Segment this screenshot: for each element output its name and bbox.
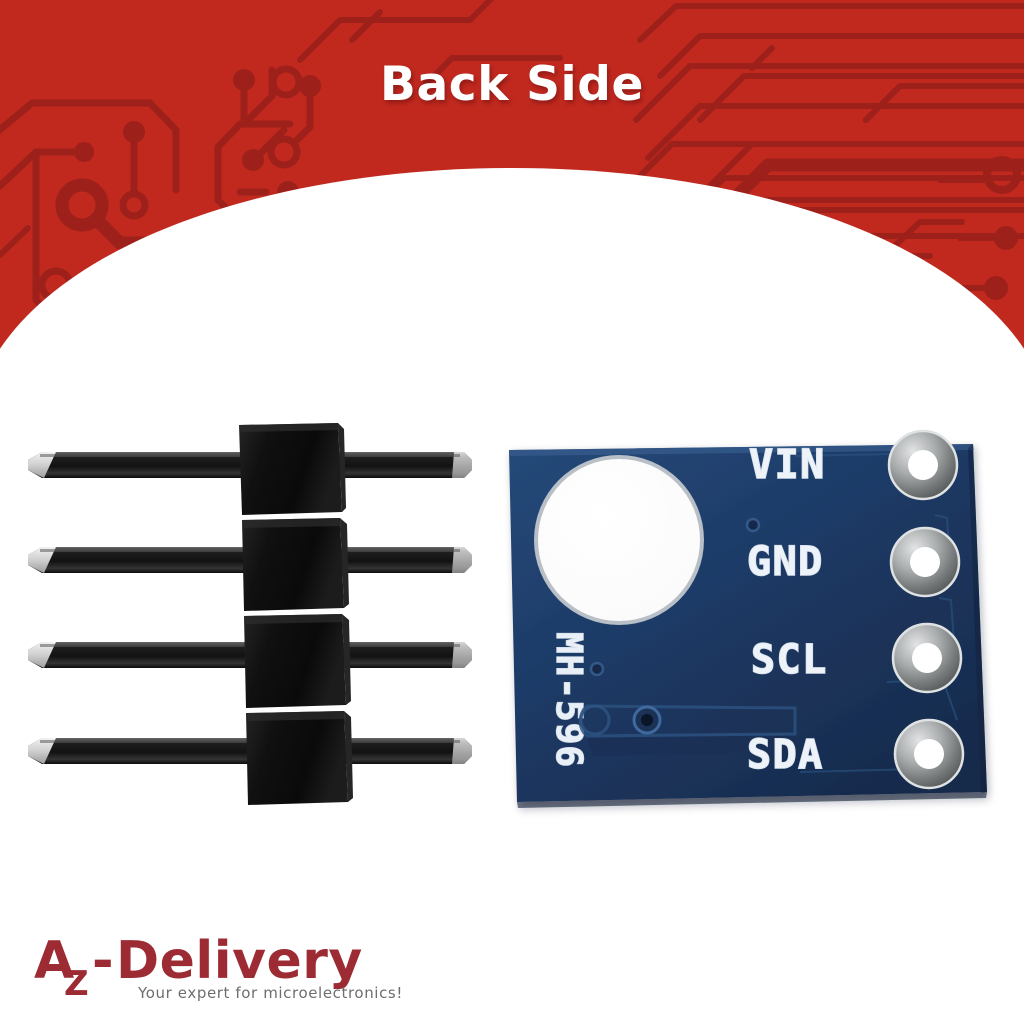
brand-logo: A Z - Delivery Your expert for microelec…	[34, 932, 434, 1012]
header-body-block-3	[244, 614, 351, 708]
product-photo-area: MH-596 VIN GND SCL SDA	[0, 400, 1024, 920]
through-hole-sda	[893, 718, 965, 790]
pcb-module: MH-596 VIN GND SCL SDA	[495, 420, 1005, 830]
through-hole-gnd	[889, 526, 961, 598]
pcb-label-vin: VIN	[749, 442, 826, 488]
page-title: Back Side	[380, 57, 644, 112]
logo-letter-a: A	[34, 932, 74, 991]
pin-header-graphic	[28, 423, 472, 805]
logo-word-delivery: Delivery	[116, 932, 363, 991]
sensor-aperture	[534, 455, 704, 625]
pcb-label-sda: SDA	[747, 732, 824, 778]
pin-header-component	[20, 420, 490, 820]
pcb-pin-labels: VIN GND SCL SDA	[746, 441, 828, 779]
pcb-label-scl: SCL	[751, 637, 828, 683]
pcb-through-holes	[887, 429, 965, 790]
pcb-silkscreen-label: MH-596	[548, 632, 589, 768]
logo-tagline: Your expert for microelectronics!	[137, 984, 403, 1002]
header-body-block-1	[239, 423, 346, 515]
header-body-block-4	[246, 711, 353, 805]
pcb-label-gnd: GND	[747, 539, 824, 585]
white-arc	[0, 168, 1024, 400]
az-delivery-logo-graphic: A Z - Delivery Your expert for microelec…	[34, 932, 403, 1004]
header-body-block-2	[242, 518, 349, 611]
logo-letter-z: Z	[64, 964, 89, 1004]
through-hole-vin	[887, 429, 959, 501]
logo-dash: -	[92, 932, 114, 991]
pcb-vias-group	[578, 517, 797, 756]
pcb-graphic: MH-596 VIN GND SCL SDA	[509, 429, 987, 808]
header-circuit-graphic	[0, 0, 1024, 400]
header-banner: Back Side	[0, 0, 1024, 400]
through-hole-scl	[891, 622, 963, 694]
